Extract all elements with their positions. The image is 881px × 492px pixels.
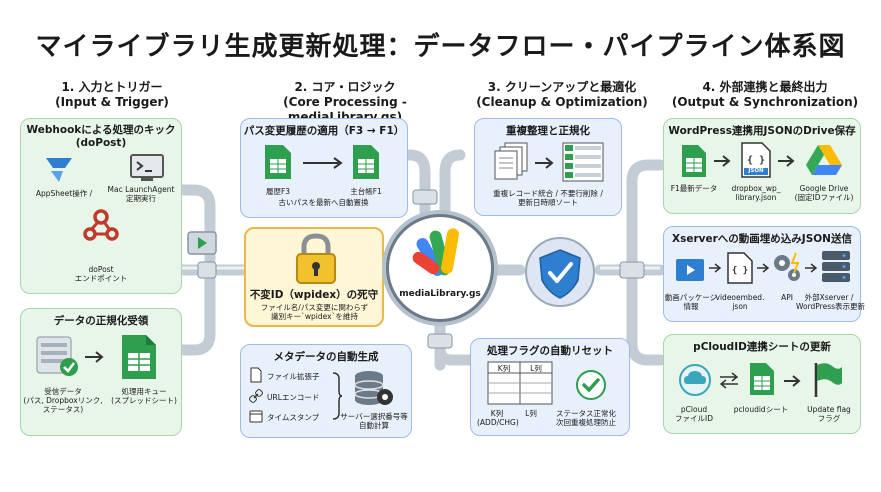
path-replace-note: 古いパスを最新へ自動置換	[278, 198, 369, 207]
database-gear-icon	[354, 371, 393, 405]
received-data-icon	[36, 336, 78, 376]
arrow-right-icon	[784, 375, 801, 387]
kl-columns-table	[487, 361, 553, 405]
update-flag-label: Update flag フラグ	[807, 405, 851, 423]
appsheet-label: AppSheet操作 /	[35, 189, 93, 198]
column-header-cleanup: 3. クリーンアップと最適化 (Cleanup & Optimization)	[476, 80, 648, 109]
ext-label: ファイル拡張子	[267, 372, 320, 381]
videoembed-label: videoembed. json	[715, 293, 765, 311]
sync-arrows-icon	[719, 372, 739, 389]
webhook-trigger-box: Webhookによる処理のキック (doPost) AppSheet操作 / M…	[20, 118, 182, 294]
api-gear-icon	[774, 252, 800, 281]
webhook-icon	[83, 209, 119, 241]
shield-icon	[525, 237, 595, 307]
column-header-output: 4. 外部連携と最終出力 (Output & Synchronization)	[671, 80, 859, 109]
status-normalize-label: ステータス正常化 次回重複処理防止	[556, 409, 616, 427]
json-file-icon: { }	[727, 252, 753, 284]
arrow-right-icon	[778, 155, 795, 167]
f3-label: 履歴F3	[265, 187, 291, 196]
json-badge: JSON	[748, 168, 764, 174]
video-package-icon	[676, 259, 704, 281]
lock-icon	[296, 233, 336, 284]
invariant-note: ファイル名/パス変更に関わらず 識別キー`wpidex`を維持	[260, 303, 369, 321]
apps-script-icon	[412, 228, 459, 276]
api-label: API	[781, 293, 793, 302]
dedupe-note: 重複レコード統合 / 不要行削除 / 更新日時順ソート	[493, 189, 603, 207]
path-history-box: パス変更履歴の適用（F3 → F1） 履歴F3 主台帳F1 古いパスを最新へ自動…	[240, 118, 408, 218]
sheet-f1-icon	[353, 145, 379, 179]
hub-label: mediaLibrary.gs	[399, 289, 481, 299]
auto-calc-label: サーバー選択番号等 自動計算	[340, 412, 408, 430]
col-l-header: L列	[530, 364, 542, 373]
timestamp-label: タイムスタンプ	[267, 413, 320, 422]
svg-text:{ }: { }	[732, 266, 748, 276]
google-drive-label: Google Drive (固定IDファイル)	[794, 184, 854, 202]
f1-label: 主台帳F1	[350, 187, 382, 196]
appsheet-icon	[46, 158, 72, 182]
sheet-icon	[682, 145, 706, 177]
pcloud-icon	[679, 364, 711, 396]
dedupe-box: 重複整理と正規化 重複レコード統合 / 不要行削除 / 更新日時順ソート	[474, 118, 622, 216]
metadata-box: メタデータの自動生成 ファイル拡張子 URLエンコード タイムスタンプ サーバー…	[240, 344, 412, 438]
xserver-output-label: 外部Xserver / WordPress表示更新	[796, 293, 866, 311]
arrow-right-icon	[535, 157, 554, 169]
sheet-icon	[750, 363, 774, 395]
arrow-right-icon	[85, 351, 104, 363]
dopost-endpoint-label: doPost エンドポイント	[74, 265, 128, 283]
pcloud-file-id-label: pCloud ファイルID	[675, 405, 713, 423]
pcloud-box: pCloudID連携シートの更新 pCloud ファイルID pcloudidシ…	[663, 334, 861, 434]
json-filename-label: dropbox_wp_ library.json	[731, 184, 781, 202]
arrow-right-icon	[805, 263, 818, 273]
flag-reset-box: 処理フラグの自動リセット K列 L列 K列 (ADD/CHG) L列 ステータス…	[470, 338, 630, 436]
svg-text:{ }: { }	[747, 155, 765, 166]
terminal-icon	[130, 154, 164, 181]
flag-icon	[814, 363, 842, 397]
documents-icon	[494, 142, 528, 180]
invariant-id-box: 不変ID（wpidex）の死守 ファイル名/パス変更に関わらず 識別キー`wpi…	[244, 227, 384, 327]
normalize-receive-box: データの正規化受領 受信データ (パス, Dropboxリンク, ステータス) …	[20, 308, 182, 436]
queue-label: 処理用キュー (スプレッドシート)	[111, 387, 177, 405]
arrow-right-icon	[757, 263, 770, 273]
page-title: マイライブラリ生成更新処理：データフロー・パイプライン体系図	[35, 32, 846, 62]
arrow-right-icon	[714, 155, 731, 167]
check-circle-icon	[576, 370, 606, 400]
xserver-box: Xserverへの動画埋め込みJSON送信 { } 動画パッケージ 情報 vid…	[663, 226, 866, 322]
arrow-right-icon	[709, 263, 722, 273]
server-icon	[822, 251, 850, 282]
pcloudid-sheet-label: pcloudidシート	[733, 405, 789, 414]
wordpress-json-box: WordPress連携用JSONのDrive保存 { } JSON F1最新デー…	[663, 118, 861, 214]
clock-icon	[249, 410, 263, 423]
column-header-input: 1. 入力とトリガー (Input & Trigger)	[55, 80, 169, 109]
f1-latest-label: F1最新データ	[670, 184, 718, 193]
video-package-label: 動画パッケージ 情報	[664, 293, 718, 311]
sheet-icon	[122, 335, 156, 379]
url-label: URLエンコード	[267, 393, 320, 402]
received-data-label: 受信データ (パス, Dropboxリンク, ステータス)	[23, 387, 103, 414]
link-icon	[249, 389, 263, 403]
json-file-icon: { }	[741, 142, 771, 178]
k-column-label: K列 (ADD/CHG)	[477, 409, 519, 427]
l-column-label: L列	[525, 409, 537, 418]
sorted-list-icon	[562, 142, 604, 182]
arrow-right-icon	[303, 157, 343, 169]
sheet-f3-icon	[265, 145, 291, 179]
file-icon	[250, 367, 262, 383]
mac-launchagent-label: Mac LaunchAgent 定期実行	[107, 185, 175, 203]
bracket-icon	[332, 372, 343, 420]
col-k-header: K列	[497, 364, 511, 373]
google-drive-icon	[806, 145, 842, 175]
